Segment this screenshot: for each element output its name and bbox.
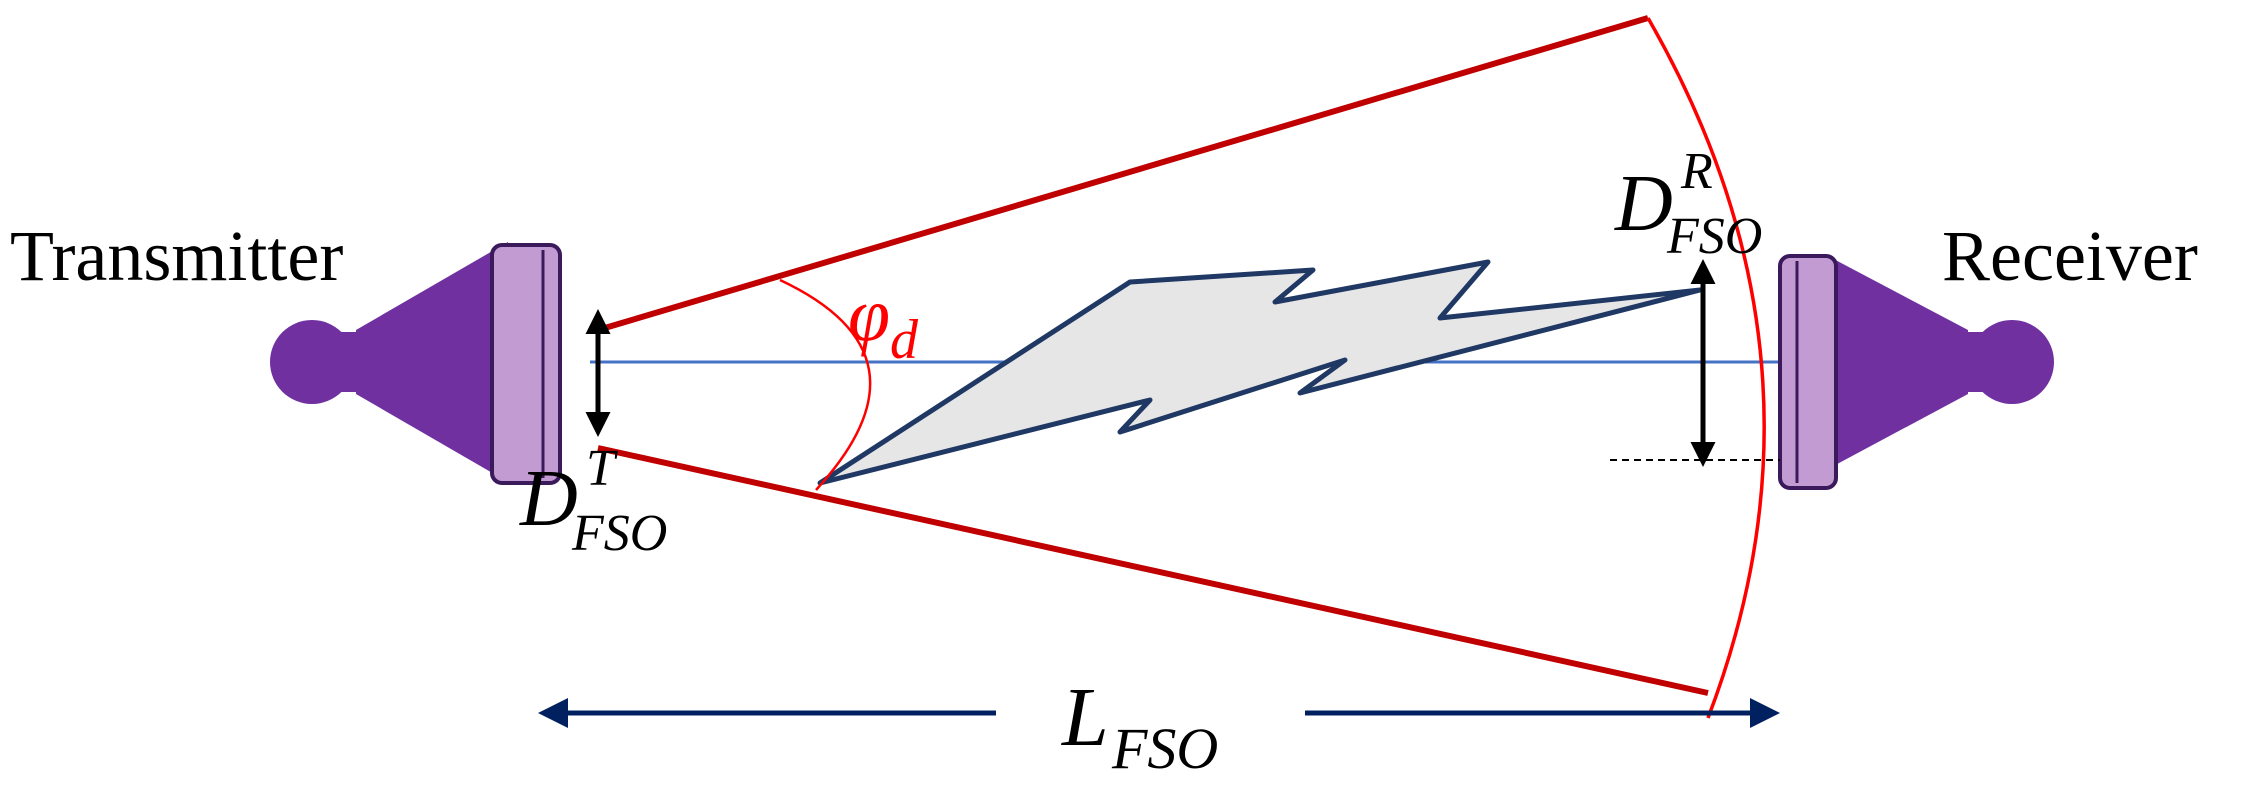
- tx-aperture-label: D T FSO: [519, 440, 667, 562]
- receiver-device-icon: [1778, 254, 2054, 490]
- transmitter-device-icon: [270, 242, 562, 485]
- receiver-label: Receiver: [1942, 216, 2198, 296]
- wavefront-arc: [1646, 17, 1766, 719]
- svg-text:L: L: [1061, 671, 1109, 764]
- svg-text:FSO: FSO: [1111, 716, 1218, 781]
- link-distance-label: L FSO: [1061, 671, 1218, 781]
- svg-text:T: T: [586, 440, 618, 497]
- beam-upper-edge: [597, 15, 1649, 333]
- svg-text:FSO: FSO: [1666, 208, 1762, 265]
- svg-text:D: D: [1614, 160, 1673, 248]
- lightning-bolt-icon: [817, 259, 1703, 486]
- svg-text:FSO: FSO: [571, 505, 667, 562]
- divergence-angle-arc: [779, 278, 872, 491]
- svg-text:D: D: [519, 455, 578, 543]
- rx-aperture-label: D R FSO: [1614, 143, 1762, 265]
- divergence-angle-label: φd: [848, 273, 919, 371]
- beam-lower-edge: [597, 445, 1709, 696]
- transmitter-label: Transmitter: [10, 216, 343, 296]
- svg-text:R: R: [1680, 143, 1713, 200]
